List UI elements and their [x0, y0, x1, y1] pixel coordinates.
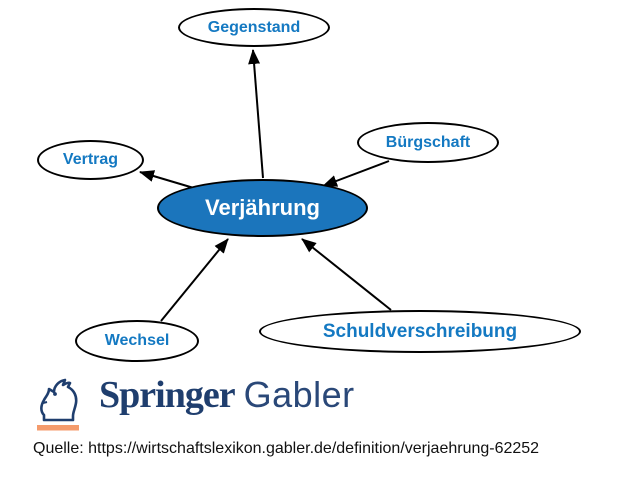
node-gegenstand: Gegenstand — [178, 8, 330, 47]
source-line: Quelle: https://wirtschaftslexikon.gable… — [33, 440, 540, 457]
node-verjaehrung-label: Verjährung — [205, 195, 320, 220]
edge-buergschaft-verjaehrung — [322, 160, 390, 187]
logo-springer-text: Springer — [99, 374, 236, 416]
edge-wechsel-verjaehrung — [160, 238, 229, 322]
node-gegenstand-label: Gegenstand — [207, 18, 301, 36]
node-verjaehrung-center: Verjährung — [157, 179, 368, 237]
node-vertrag-label: Vertrag — [62, 151, 119, 168]
edge-schuldverschreibung-verjaehrung — [301, 238, 392, 311]
node-vertrag: Vertrag — [37, 140, 144, 180]
node-wechsel: Wechsel — [75, 320, 199, 362]
edge-verjaehrung-gegenstand — [248, 49, 264, 179]
node-schuldverschreibung-label: Schuldverschreibung — [322, 320, 518, 342]
springer-gabler-logo: Springer Gabler — [31, 376, 355, 434]
node-buergschaft: Bürgschaft — [357, 122, 499, 163]
logo-gabler-text: Gabler — [243, 374, 355, 415]
node-buergschaft-label: Bürgschaft — [385, 133, 471, 151]
springer-horse-icon — [37, 378, 79, 431]
logo-orange-bar — [37, 425, 79, 431]
node-wechsel-label: Wechsel — [104, 332, 170, 349]
node-schuldverschreibung: Schuldverschreibung — [259, 310, 581, 353]
